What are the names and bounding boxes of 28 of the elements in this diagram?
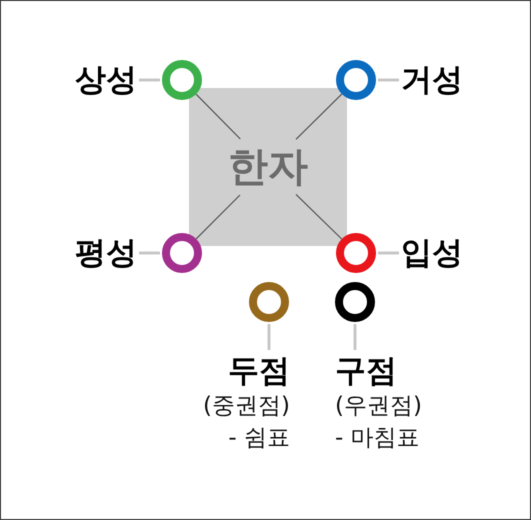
leader-line — [378, 252, 399, 254]
leader-line — [139, 252, 160, 254]
ring-marker — [336, 60, 376, 100]
alt-name: (중권점) — [203, 392, 290, 421]
leader-line — [139, 78, 160, 82]
alt-name: (우권점) — [335, 392, 422, 421]
connector-line — [196, 194, 240, 240]
character-label: 한자 — [228, 143, 308, 191]
ring-marker — [335, 282, 375, 322]
mark-name: 구점 — [335, 352, 398, 390]
ring-marker — [162, 233, 202, 273]
tone-label: 입성 — [401, 233, 463, 273]
connector-line — [296, 94, 342, 140]
meaning-text: - 마침표 — [335, 424, 421, 453]
tone-label: 상성 — [75, 60, 137, 100]
connector-line — [296, 194, 342, 240]
leader-line — [354, 324, 356, 350]
mark-name: 두점 — [227, 352, 290, 390]
tone-label: 평성 — [75, 233, 137, 273]
tone-label: 거성 — [401, 60, 463, 100]
ring-marker — [249, 282, 289, 322]
character-box — [189, 88, 347, 246]
connector-line — [196, 94, 241, 140]
leader-line — [378, 78, 399, 82]
ring-marker — [162, 60, 202, 100]
leader-line — [268, 324, 270, 350]
ring-marker — [336, 233, 376, 273]
meaning-text: - 쉼표 — [227, 424, 290, 453]
